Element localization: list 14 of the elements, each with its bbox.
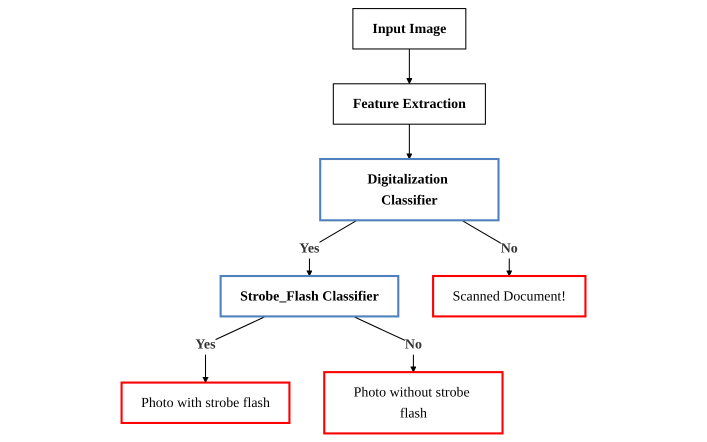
arrow [202,316,266,383]
arrow [406,124,412,160]
node-box: Scanned Document! [432,274,586,318]
node-box: Input Image [352,8,466,50]
node-box: Photo without strobe flash [323,371,504,434]
edge-label: Yes [299,240,320,256]
node-box: Feature Extraction [332,83,486,125]
node-box: Photo with strobe flash [120,382,290,424]
arrow [406,48,412,84]
node-box: Digitalization Classifier [319,158,500,222]
edge-label: No [500,240,518,256]
edge-label: Yes [195,336,216,352]
node-box: Strobe_Flash Classifier [220,274,400,318]
edge-label: No [404,336,422,352]
